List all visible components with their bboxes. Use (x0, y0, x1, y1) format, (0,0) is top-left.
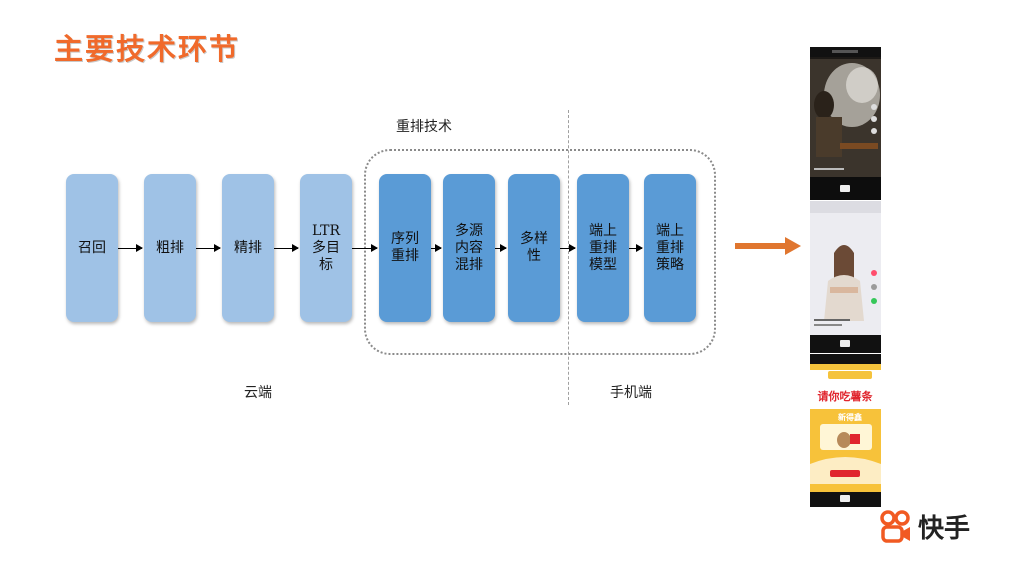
stage-box-ondevice-model: 端上重排模型 (577, 174, 629, 322)
arrow-connector (274, 244, 299, 252)
stage-label: LTR多目标 (311, 222, 341, 273)
stage-label: 召回 (78, 239, 106, 256)
stage-label: 端上重排模型 (589, 222, 617, 273)
kuaishou-logo: 快手 (880, 508, 970, 545)
group-label-rerank-tech: 重排技术 (396, 119, 452, 135)
stage-box-multisource-mix: 多源内容混排 (443, 174, 495, 322)
arrow-connector (431, 244, 442, 252)
phone-screen-promo: 请你吃薯条 新得鑫 (810, 354, 881, 507)
stage-box-ltr: LTR多目标 (300, 174, 352, 322)
promo-headline: 请你吃薯条 (818, 389, 874, 403)
region-label-phone: 手机端 (610, 385, 652, 401)
stage-label: 粗排 (156, 239, 184, 256)
slide-title: 主要技术环节 (54, 32, 241, 66)
brand-name: 快手 (918, 514, 971, 544)
stage-box-recall: 召回 (66, 174, 118, 322)
arrow-connector (118, 244, 143, 252)
stage-box-ondevice-strategy: 端上重排策略 (644, 174, 696, 322)
arrow-connector (629, 244, 643, 252)
arrow-connector (560, 244, 576, 252)
stage-box-coarse-rank: 粗排 (144, 174, 196, 322)
arrow-connector (495, 244, 507, 252)
stage-label: 多源内容混排 (455, 222, 483, 273)
arrow-connector (352, 244, 378, 252)
arrow-connector (196, 244, 221, 252)
stage-label: 多样性 (520, 231, 548, 264)
cloud-phone-divider (568, 110, 569, 405)
stage-box-sequence-rerank: 序列重排 (379, 174, 431, 322)
stage-label: 端上重排策略 (656, 222, 684, 273)
rerank-group-outline (364, 149, 716, 355)
big-right-arrow-icon (735, 237, 801, 255)
stage-box-diversity: 多样性 (508, 174, 560, 322)
stage-label: 序列重排 (391, 231, 419, 264)
kuaishou-logo-icon (880, 509, 910, 543)
stage-box-fine-rank: 精排 (222, 174, 274, 322)
promo-subtitle: 新得鑫 (838, 412, 862, 422)
region-label-cloud: 云端 (244, 385, 272, 401)
stage-label: 精排 (234, 239, 262, 256)
phone-screen-feed-1 (810, 47, 881, 200)
phone-screen-feed-2 (810, 201, 881, 353)
